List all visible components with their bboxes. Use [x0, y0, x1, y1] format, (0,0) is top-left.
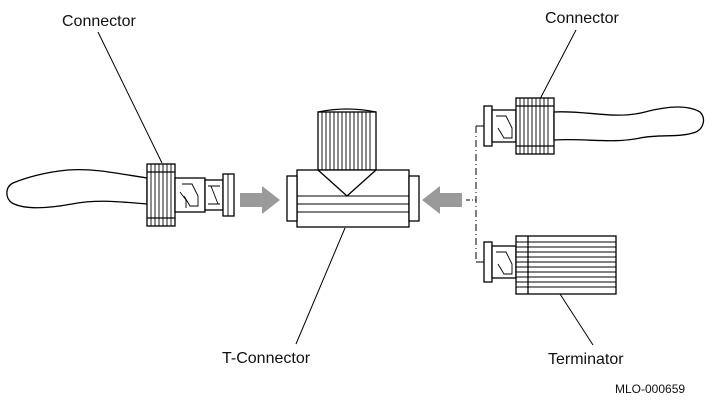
- t-connector-top-knurl: [317, 111, 377, 171]
- leader-line-t-connector: [295, 227, 346, 345]
- right-connector-flange: [483, 105, 493, 147]
- figure-code: MLO-000659: [615, 382, 685, 396]
- t-connector-right-port: [408, 175, 420, 222]
- label-terminator: Terminator: [548, 351, 624, 368]
- right-cable-connector: [483, 97, 705, 155]
- t-connector: [286, 108, 420, 228]
- leader-line-terminator: [559, 293, 594, 346]
- left-bayonet-sleeve: [174, 177, 206, 213]
- terminator: [483, 235, 617, 295]
- alternative-bracket: [466, 125, 486, 263]
- left-connector-flange: [222, 173, 235, 217]
- arrow-left-icon: [422, 186, 462, 214]
- right-cable: [553, 106, 705, 142]
- arrow-right-icon: [240, 186, 280, 214]
- label-connector-right: Connector: [545, 10, 619, 27]
- left-cable: [6, 168, 148, 209]
- label-connector-left: Connector: [62, 13, 136, 30]
- t-connector-body: [296, 169, 410, 228]
- leader-line-connector-right: [539, 29, 577, 100]
- leader-line-connector-left: [97, 31, 163, 164]
- label-t-connector: T-Connector: [222, 350, 311, 367]
- left-knurled-nut: [146, 163, 176, 227]
- terminator-flange: [483, 241, 493, 283]
- left-cable-connector: [6, 163, 235, 227]
- t-connector-left-port: [286, 175, 298, 222]
- left-pin-housing: [204, 179, 224, 211]
- terminator-body: [515, 235, 617, 295]
